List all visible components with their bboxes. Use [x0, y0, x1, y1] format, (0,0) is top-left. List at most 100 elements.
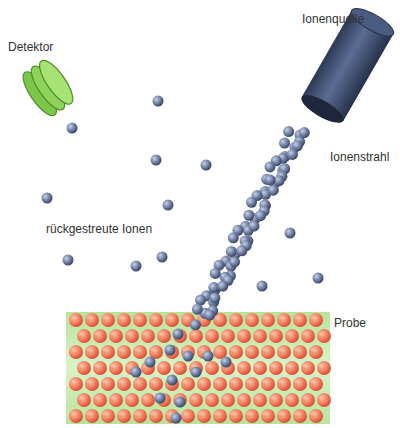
- atom: [101, 345, 115, 359]
- atom: [69, 345, 83, 359]
- atom: [197, 377, 211, 391]
- atom: [101, 409, 115, 423]
- atom: [133, 345, 147, 359]
- ion-particles: [42, 96, 324, 424]
- atom: [269, 393, 283, 407]
- ion: [145, 357, 156, 368]
- ion: [243, 210, 254, 221]
- ion: [67, 123, 78, 134]
- atom: [165, 345, 179, 359]
- atom: [245, 345, 259, 359]
- atom: [149, 313, 163, 327]
- ion: [131, 367, 142, 378]
- ion: [155, 393, 166, 404]
- atom: [109, 393, 123, 407]
- ion: [190, 319, 201, 330]
- atom: [229, 313, 243, 327]
- atom: [293, 313, 307, 327]
- atom: [237, 393, 251, 407]
- atom: [253, 393, 267, 407]
- atom: [261, 377, 275, 391]
- atom: [285, 393, 299, 407]
- atom: [149, 409, 163, 423]
- atom: [77, 329, 91, 343]
- ion: [313, 273, 324, 284]
- ion: [153, 96, 164, 107]
- ion: [151, 155, 162, 166]
- atom: [85, 313, 99, 327]
- sample-body: [66, 312, 330, 424]
- atom: [173, 393, 187, 407]
- ion: [203, 351, 214, 362]
- ion: [236, 245, 247, 256]
- atom: [285, 329, 299, 343]
- ion: [217, 281, 228, 292]
- atom: [309, 409, 323, 423]
- atom: [293, 377, 307, 391]
- atom: [301, 361, 315, 375]
- ion: [285, 228, 296, 239]
- atom: [173, 361, 187, 375]
- ion: [210, 268, 221, 279]
- part-label: Probe: [334, 316, 366, 330]
- atom: [309, 345, 323, 359]
- atom: [269, 361, 283, 375]
- atom: [309, 377, 323, 391]
- atom: [69, 377, 83, 391]
- atom: [205, 393, 219, 407]
- ion: [248, 221, 259, 232]
- atom: [253, 361, 267, 375]
- atom: [285, 361, 299, 375]
- atom: [133, 313, 147, 327]
- ion: [163, 200, 174, 211]
- atom: [117, 409, 131, 423]
- ion: [165, 345, 176, 356]
- atom: [261, 313, 275, 327]
- atom: [125, 329, 139, 343]
- atom: [293, 345, 307, 359]
- atom: [93, 329, 107, 343]
- atom: [77, 393, 91, 407]
- ion: [167, 375, 178, 386]
- ion: [42, 193, 53, 204]
- ion: [265, 175, 276, 186]
- ion: [131, 261, 142, 272]
- annotation-label: Ionenstrahl: [330, 150, 389, 164]
- atom: [125, 393, 139, 407]
- atom: [149, 377, 163, 391]
- atom: [277, 313, 291, 327]
- atom: [293, 409, 307, 423]
- labelled-part: Detektor: [8, 40, 53, 54]
- ion: [264, 161, 275, 172]
- atom: [205, 361, 219, 375]
- ion: [287, 149, 298, 160]
- atom: [93, 361, 107, 375]
- atom: [277, 409, 291, 423]
- atom: [213, 409, 227, 423]
- part-label: Detektor: [8, 40, 53, 54]
- atom: [317, 361, 331, 375]
- atom: [261, 345, 275, 359]
- detector-symbol: [18, 56, 79, 120]
- atom: [309, 313, 323, 327]
- atom: [101, 313, 115, 327]
- atom: [173, 329, 187, 343]
- atom: [269, 329, 283, 343]
- atom: [157, 361, 171, 375]
- sample-atoms: [69, 313, 331, 423]
- atom: [317, 393, 331, 407]
- atom: [301, 329, 315, 343]
- ion: [183, 351, 194, 362]
- ion: [209, 293, 220, 304]
- atom: [109, 329, 123, 343]
- atom: [93, 393, 107, 407]
- atom: [117, 313, 131, 327]
- atom: [101, 377, 115, 391]
- atom: [133, 377, 147, 391]
- atom: [85, 409, 99, 423]
- atom: [69, 313, 83, 327]
- atom: [85, 345, 99, 359]
- atom: [157, 329, 171, 343]
- atom: [237, 361, 251, 375]
